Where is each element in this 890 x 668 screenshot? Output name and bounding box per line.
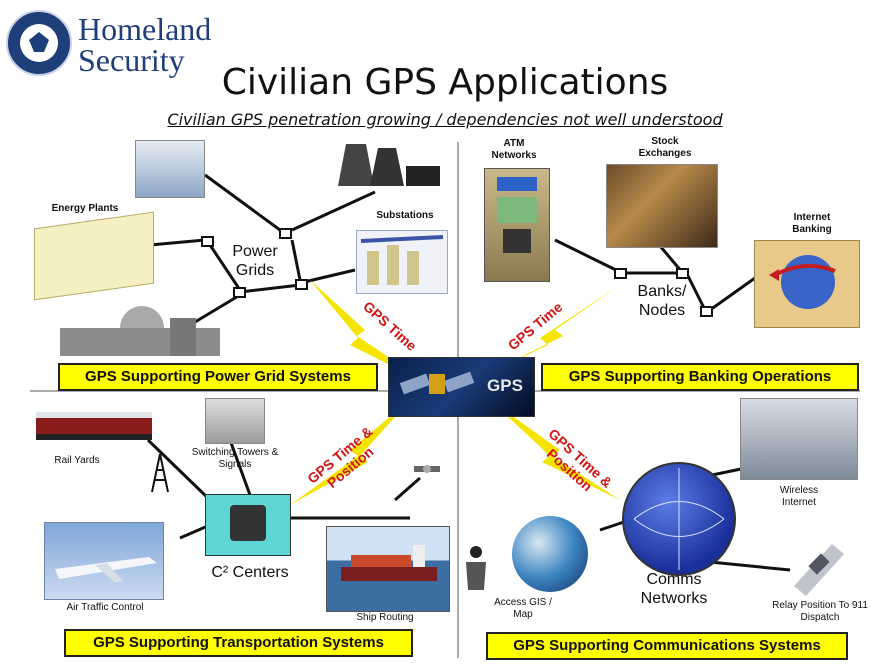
- grid-node: [279, 228, 292, 239]
- ship-routing-label: Ship Routing: [356, 612, 414, 623]
- cooling-towers-image: [330, 140, 442, 188]
- page-subtitle: Civilian GPS penetration growing / depen…: [167, 110, 723, 129]
- banks-nodes-label: Banks/ Nodes: [637, 283, 687, 319]
- internet-banking-image: [754, 240, 860, 328]
- airplane-image: [44, 522, 164, 600]
- dhs-seal: [6, 10, 72, 76]
- power-grids-label: Power Grids: [232, 243, 278, 279]
- access-gis-label: Access GIS / Map: [494, 597, 552, 620]
- c2-center-image: [205, 494, 291, 556]
- grid-node: [233, 287, 246, 298]
- power-grid-banner: GPS Supporting Power Grid Systems: [58, 363, 378, 391]
- power-plant-control-image: [135, 140, 205, 198]
- bolt-bottom-right: [490, 400, 620, 500]
- train-image: [32, 406, 156, 442]
- grid-node: [295, 279, 308, 290]
- wireless-internet-label: Wireless Internet: [779, 485, 819, 508]
- satellite-icon: [399, 371, 475, 395]
- page-title: Civilian GPS Applications: [221, 62, 669, 103]
- energy-plants-label: Energy Plants: [51, 203, 119, 214]
- gps-satellite-image: GPS: [388, 357, 535, 417]
- stock-exchanges-label: Stock Exchanges: [638, 136, 692, 159]
- switching-tower-image: [205, 398, 265, 444]
- bank-node: [676, 268, 689, 279]
- earth-image: [512, 516, 588, 592]
- bank-node: [614, 268, 627, 279]
- banking-banner: GPS Supporting Banking Operations: [541, 363, 859, 391]
- brand-name: Homeland Security: [78, 11, 212, 78]
- globe-network-image: [622, 462, 736, 576]
- power-grid-links: [149, 173, 376, 327]
- relay-position-label: Relay Position To 911 Dispatch: [772, 600, 868, 623]
- stock-exchange-image: [606, 164, 718, 248]
- atm-image: [484, 168, 550, 282]
- c2-centers-label: C² Centers: [211, 564, 289, 581]
- switching-towers-label: Switching Towers & Signals: [191, 447, 279, 470]
- transport-links: [146, 438, 421, 540]
- bolt-bottom-left: [290, 400, 410, 505]
- wireless-tower-image: [740, 398, 858, 480]
- person-gps-icon: [460, 544, 496, 592]
- rail-yards-label: Rail Yards: [54, 455, 100, 466]
- substations-label: Substations: [376, 210, 434, 221]
- communications-banner: GPS Supporting Communications Systems: [486, 632, 848, 660]
- relay-device-image: [788, 536, 848, 598]
- atc-label: Air Traffic Control: [66, 602, 144, 613]
- eagle-icon: [29, 32, 49, 52]
- atm-networks-label: ATM Networks: [491, 138, 537, 161]
- internet-banking-label: Internet Banking: [792, 212, 832, 235]
- tower-icon: [150, 452, 170, 494]
- gps-label: GPS: [487, 376, 523, 395]
- comms-networks-label: Comms Networks: [640, 571, 708, 607]
- substations-image: [356, 230, 448, 294]
- ship-image: [326, 526, 450, 612]
- transportation-banner: GPS Supporting Transportation Systems: [64, 629, 413, 657]
- satellite-small-icon: [412, 458, 442, 484]
- bank-node: [700, 306, 713, 317]
- grid-node: [201, 236, 214, 247]
- nuclear-plant-image: [60, 298, 220, 356]
